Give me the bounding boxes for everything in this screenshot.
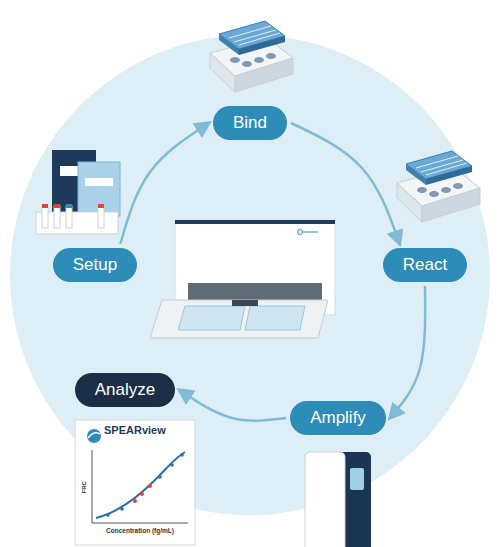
step-label: Analyze bbox=[95, 380, 155, 400]
step-label: React bbox=[403, 255, 447, 275]
axis-label: Concentration (fg/mL) bbox=[106, 527, 174, 534]
step-pill: Analyze bbox=[75, 373, 175, 407]
step-label: Bind bbox=[233, 113, 267, 133]
step-pill: Bind bbox=[213, 106, 287, 140]
instrument bbox=[150, 220, 335, 338]
flow-arrow bbox=[120, 123, 209, 244]
logo-text: SPEARview bbox=[104, 424, 166, 436]
step-label: Setup bbox=[73, 255, 117, 275]
flow-arrow bbox=[390, 286, 425, 418]
flow-arrow bbox=[291, 123, 400, 244]
reader-device bbox=[305, 452, 371, 547]
step-pill: React bbox=[383, 248, 467, 282]
kit-boxes bbox=[36, 150, 120, 234]
result-chart bbox=[75, 420, 195, 545]
thermal-block bbox=[210, 21, 293, 92]
flow-arrow bbox=[179, 390, 286, 421]
step-pill: Setup bbox=[53, 248, 137, 282]
step-pill: Amplify bbox=[290, 401, 386, 435]
axis-label: FRC bbox=[81, 481, 88, 493]
step-label: Amplify bbox=[310, 408, 366, 428]
thermal-block bbox=[397, 151, 480, 222]
